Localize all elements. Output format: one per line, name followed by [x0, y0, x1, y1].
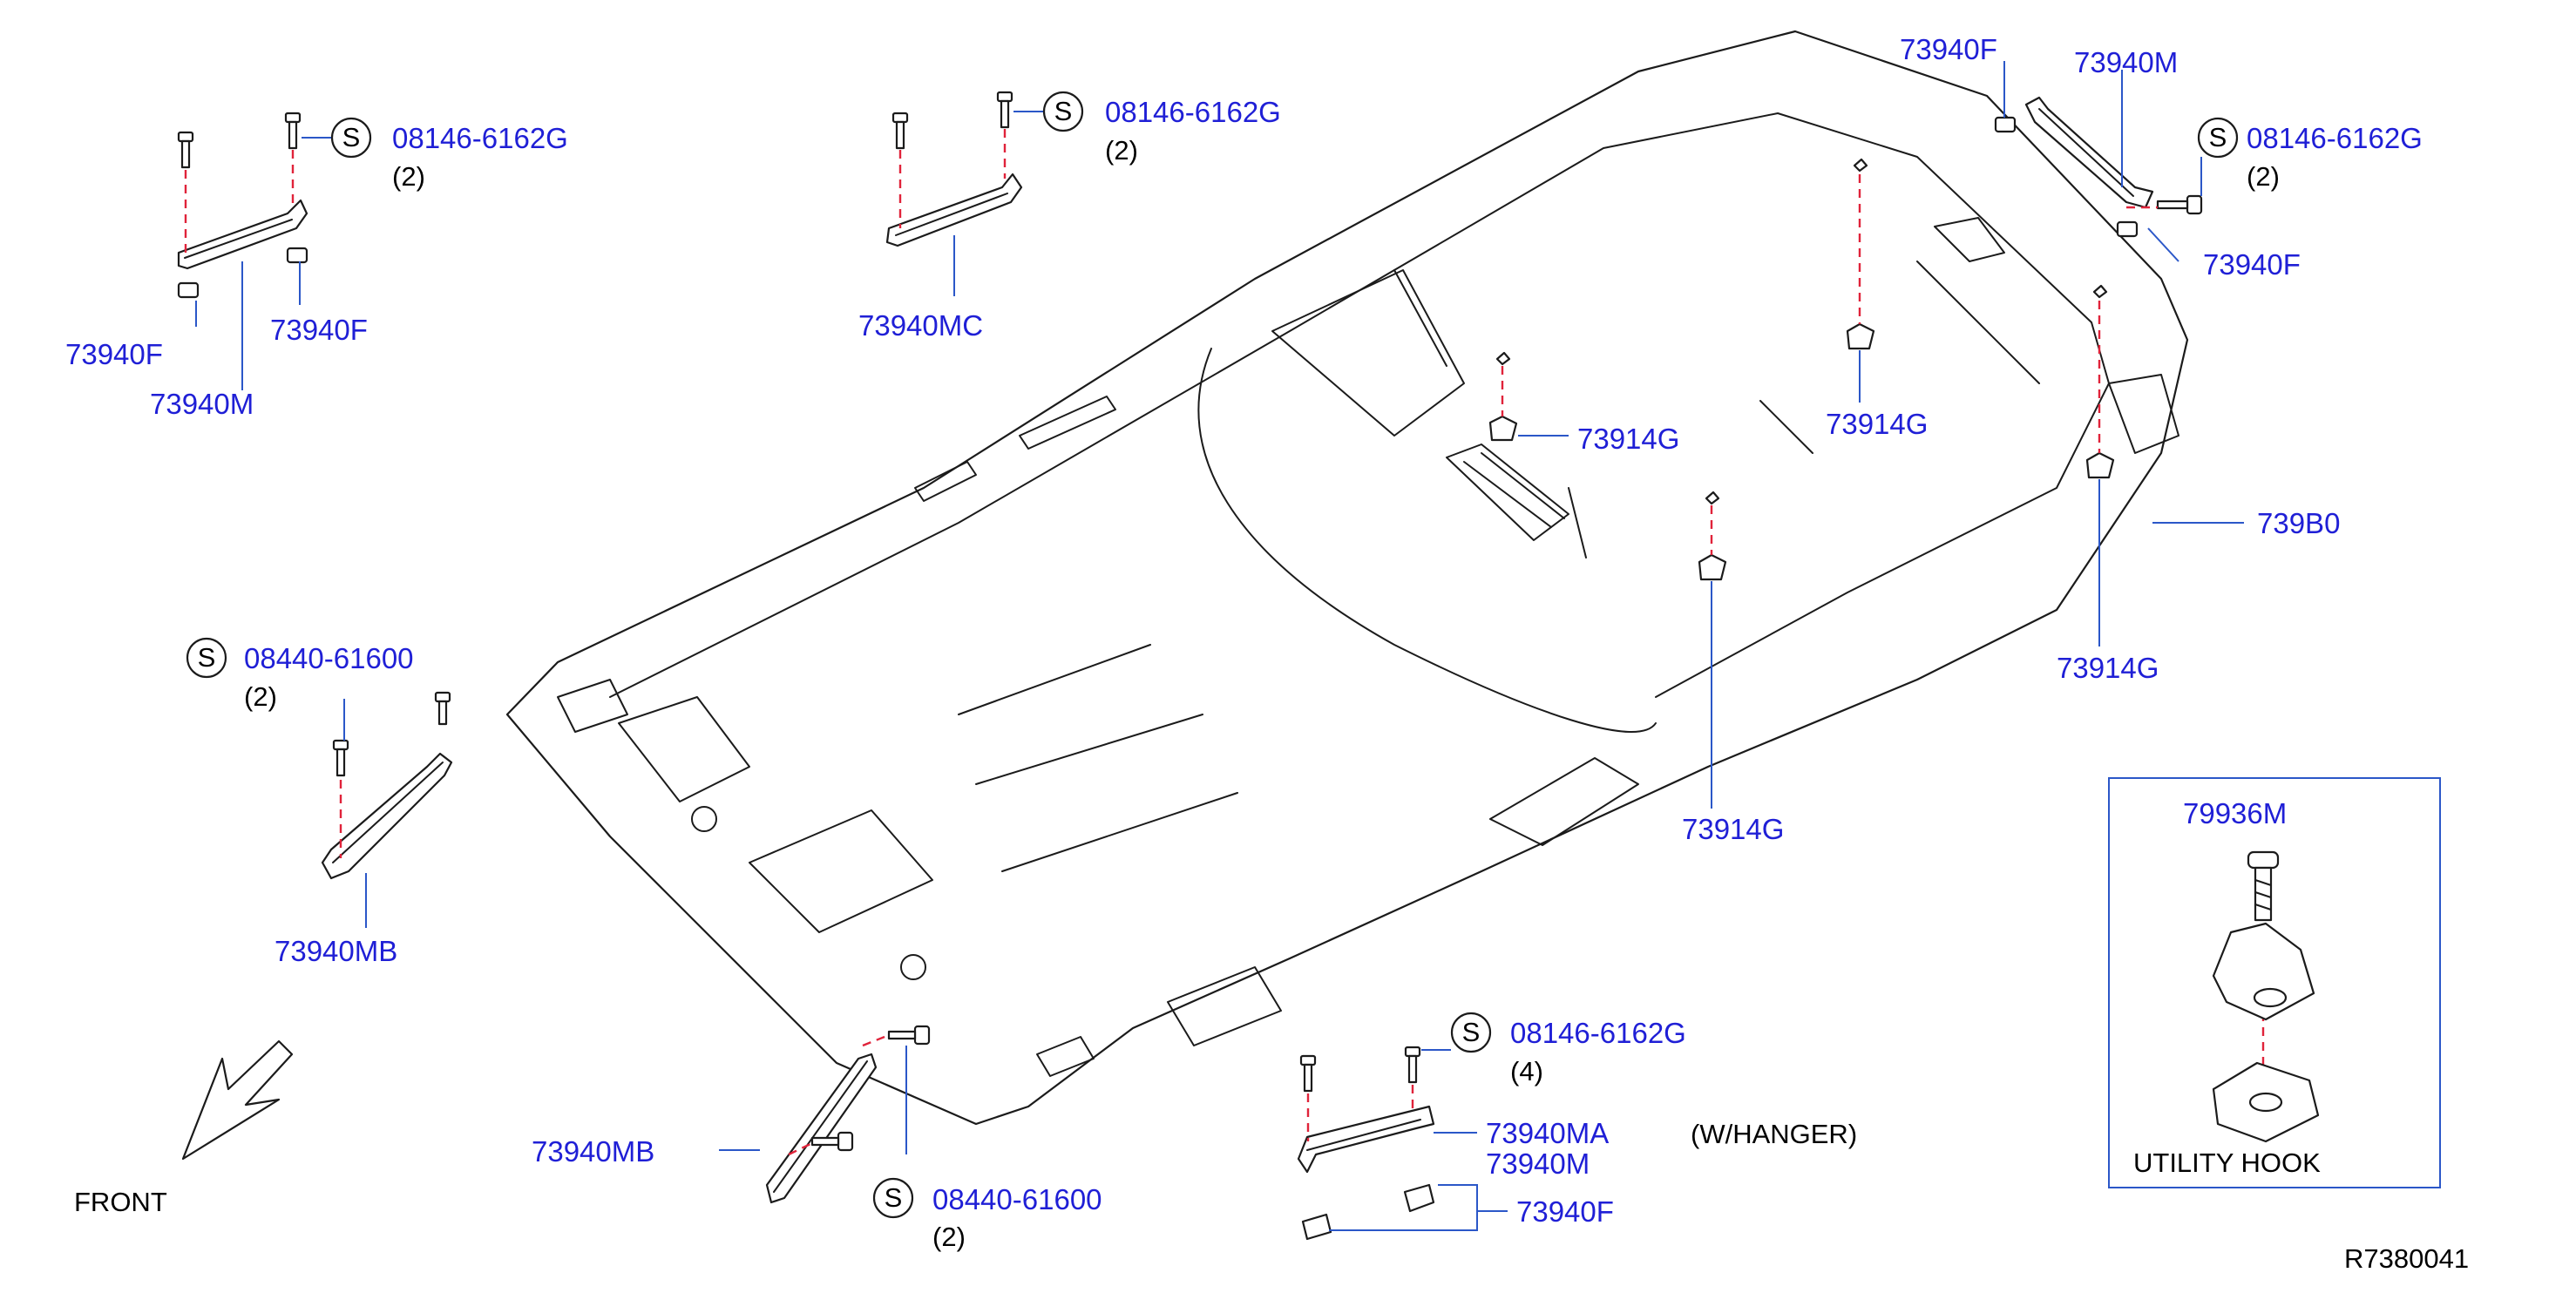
screw-top-center-a-icon: [891, 112, 909, 150]
front-arrow-icon: [181, 1039, 294, 1161]
utility-hook-screw-icon: [2247, 850, 2280, 922]
headliner-panel: [505, 30, 2189, 1126]
label-08146-6162g-top-left: 08146-6162G: [392, 122, 568, 154]
front-caption: FRONT: [74, 1187, 167, 1217]
screw-middle-left-a-icon: [332, 739, 349, 777]
assist-grip-bottom-left: [765, 1053, 878, 1204]
label-739b0: 739B0: [2257, 507, 2340, 539]
label-73940ma: 73940MA: [1486, 1117, 1609, 1149]
label-79936m: 79936M: [2183, 797, 2287, 829]
qty-middle-left: (2): [244, 681, 277, 712]
diagram-reference-number: R7380041: [2344, 1243, 2469, 1274]
s-symbol-top-center: S: [1054, 96, 1073, 126]
utility-hook-bracket-icon: [2212, 922, 2315, 1021]
screw-top-right-icon: [2156, 194, 2203, 215]
screw-top-center-b-icon: [996, 91, 1013, 129]
label-73940mb-bottom-left: 73940MB: [532, 1135, 654, 1168]
label-73940f-bottom-center: 73940F: [1516, 1195, 1614, 1228]
screw-bottom-left-a-icon: [887, 1025, 931, 1046]
label-08440-61600-middle-left: 08440-61600: [244, 642, 414, 674]
label-08146-6162g-top-right: 08146-6162G: [2247, 122, 2423, 154]
label-73914g-c: 73914G: [1682, 813, 1784, 845]
qty-top-left: (2): [392, 161, 425, 192]
label-73940m-bottom-center: 73940M: [1486, 1147, 1590, 1180]
qty-bottom-left: (2): [932, 1222, 966, 1252]
label-73914g-b: 73914G: [1826, 408, 1928, 440]
label-73940m-top-left: 73940M: [150, 388, 254, 420]
label-08146-6162g-top-center: 08146-6162G: [1105, 96, 1281, 128]
label-73940f-top-left-b: 73940F: [270, 314, 368, 346]
label-73940mb-middle-left: 73940MB: [275, 935, 397, 967]
utility-hook-caption: UTILITY HOOK: [2133, 1147, 2321, 1178]
clip-73914g-b-icon: [1846, 158, 1875, 350]
clip-73914g-a-icon: [1488, 351, 1518, 442]
s-symbol-top-right: S: [2209, 122, 2227, 152]
label-73940f-top-right-a: 73940F: [1900, 33, 1997, 65]
s-symbol-bottom-left: S: [885, 1182, 903, 1213]
clip-right: [286, 247, 308, 264]
assist-grip-top-right: [1994, 96, 2154, 238]
label-73940m-top-right: 73940M: [2074, 46, 2178, 78]
assist-grip-top-center: [885, 173, 1023, 247]
screw-top-left-b-icon: [284, 112, 302, 150]
assist-grip-middle-left: [321, 752, 453, 880]
note-w-hanger: (W/HANGER): [1691, 1119, 1857, 1149]
screw-bottom-center-a-icon: [1299, 1054, 1317, 1093]
label-73940f-top-right-b: 73940F: [2203, 248, 2301, 281]
s-symbol-top-left: S: [342, 122, 361, 152]
screw-bottom-center-b-icon: [1404, 1046, 1421, 1084]
screw-top-left-a-icon: [177, 131, 194, 169]
assist-grip-bottom-center: [1297, 1105, 1435, 1241]
s-circle-top-left: [330, 117, 372, 159]
label-73940mc: 73940MC: [858, 309, 983, 342]
s-circle-top-center: [1042, 91, 1084, 132]
label-73914g-d: 73914G: [2057, 652, 2159, 684]
label-73940f-top-left-a: 73940F: [65, 338, 163, 370]
s-symbol-bottom-center: S: [1462, 1017, 1481, 1047]
screw-middle-left-b-icon: [434, 691, 451, 726]
clip-73914g-c-icon: [1698, 491, 1727, 581]
s-circle-middle-left: [186, 637, 227, 679]
assist-grip-top-left: [177, 199, 308, 299]
s-circle-bottom-center: [1450, 1012, 1492, 1053]
label-08146-6162g-bottom-center: 08146-6162G: [1510, 1017, 1686, 1049]
s-circle-top-right: [2197, 117, 2239, 159]
label-08440-61600-bottom-left: 08440-61600: [932, 1183, 1102, 1215]
s-circle-bottom-left: [872, 1177, 914, 1219]
screw-bottom-left-b-icon: [810, 1131, 854, 1152]
utility-hook-base-icon: [2212, 1061, 2320, 1143]
qty-top-right: (2): [2247, 161, 2280, 192]
qty-bottom-center: (4): [1510, 1056, 1543, 1087]
label-73914g-a: 73914G: [1577, 423, 1679, 455]
clip-73914g-d-icon: [2085, 284, 2115, 479]
s-symbol-middle-left: S: [198, 642, 216, 673]
qty-top-center: (2): [1105, 135, 1138, 166]
clip-left: [177, 281, 200, 299]
